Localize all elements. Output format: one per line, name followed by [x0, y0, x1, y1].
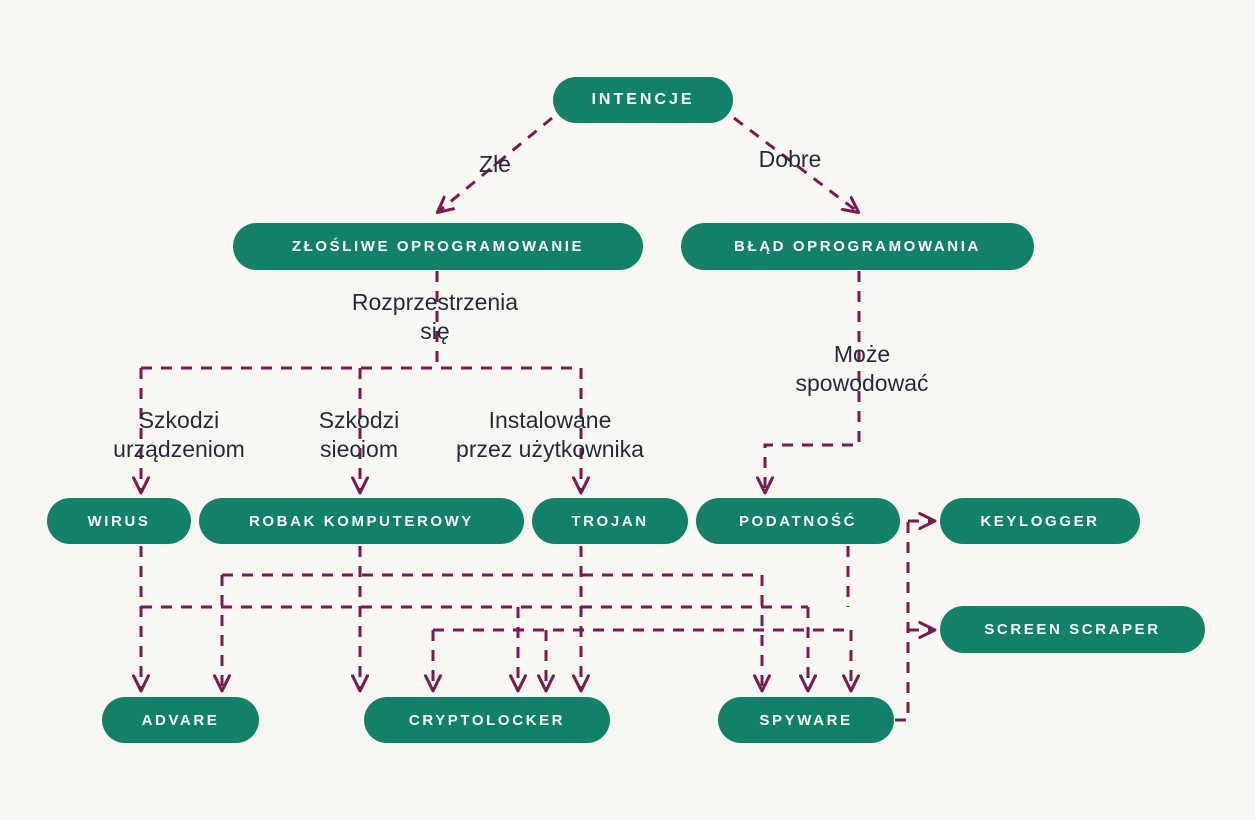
- node-wirus[interactable]: WIRUS: [47, 498, 191, 544]
- edge-label-szkodzi-sieciom: Szkodzi sieciom: [318, 407, 400, 462]
- edge-label-rozprzestrzenia: Rozprzestrzenia się: [351, 289, 519, 344]
- edge-label-szkodzi-urzadzeniom: Szkodzi urządzeniom: [113, 407, 245, 462]
- edge-label-zle: Złe: [479, 151, 511, 177]
- node-advare[interactable]: ADVARE: [102, 697, 259, 743]
- node-screen-scraper[interactable]: SCREEN SCRAPER: [940, 606, 1205, 653]
- node-trojan[interactable]: TROJAN: [532, 498, 688, 544]
- node-robak[interactable]: ROBAK KOMPUTEROWY: [199, 498, 524, 544]
- node-malware[interactable]: ZŁOŚLIWE OPROGRAMOWANIE: [233, 223, 643, 270]
- node-podatnosc[interactable]: PODATNOŚĆ: [696, 498, 900, 544]
- node-bug[interactable]: BŁĄD OPROGRAMOWANIA: [681, 223, 1034, 270]
- node-cryptolocker[interactable]: CRYPTOLOCKER: [364, 697, 610, 743]
- edge-spyware-riser: [895, 521, 910, 722]
- edge-label-instalowane: Instalowane przez użytkownika: [456, 407, 644, 462]
- node-intencje[interactable]: INTENCJE: [553, 77, 733, 123]
- edge-label-dobre: Dobre: [758, 146, 822, 172]
- edge-label-moze-spowodowac: Może spowodować: [795, 341, 929, 396]
- node-keylogger[interactable]: KEYLOGGER: [940, 498, 1140, 544]
- node-spyware[interactable]: SPYWARE: [718, 697, 894, 743]
